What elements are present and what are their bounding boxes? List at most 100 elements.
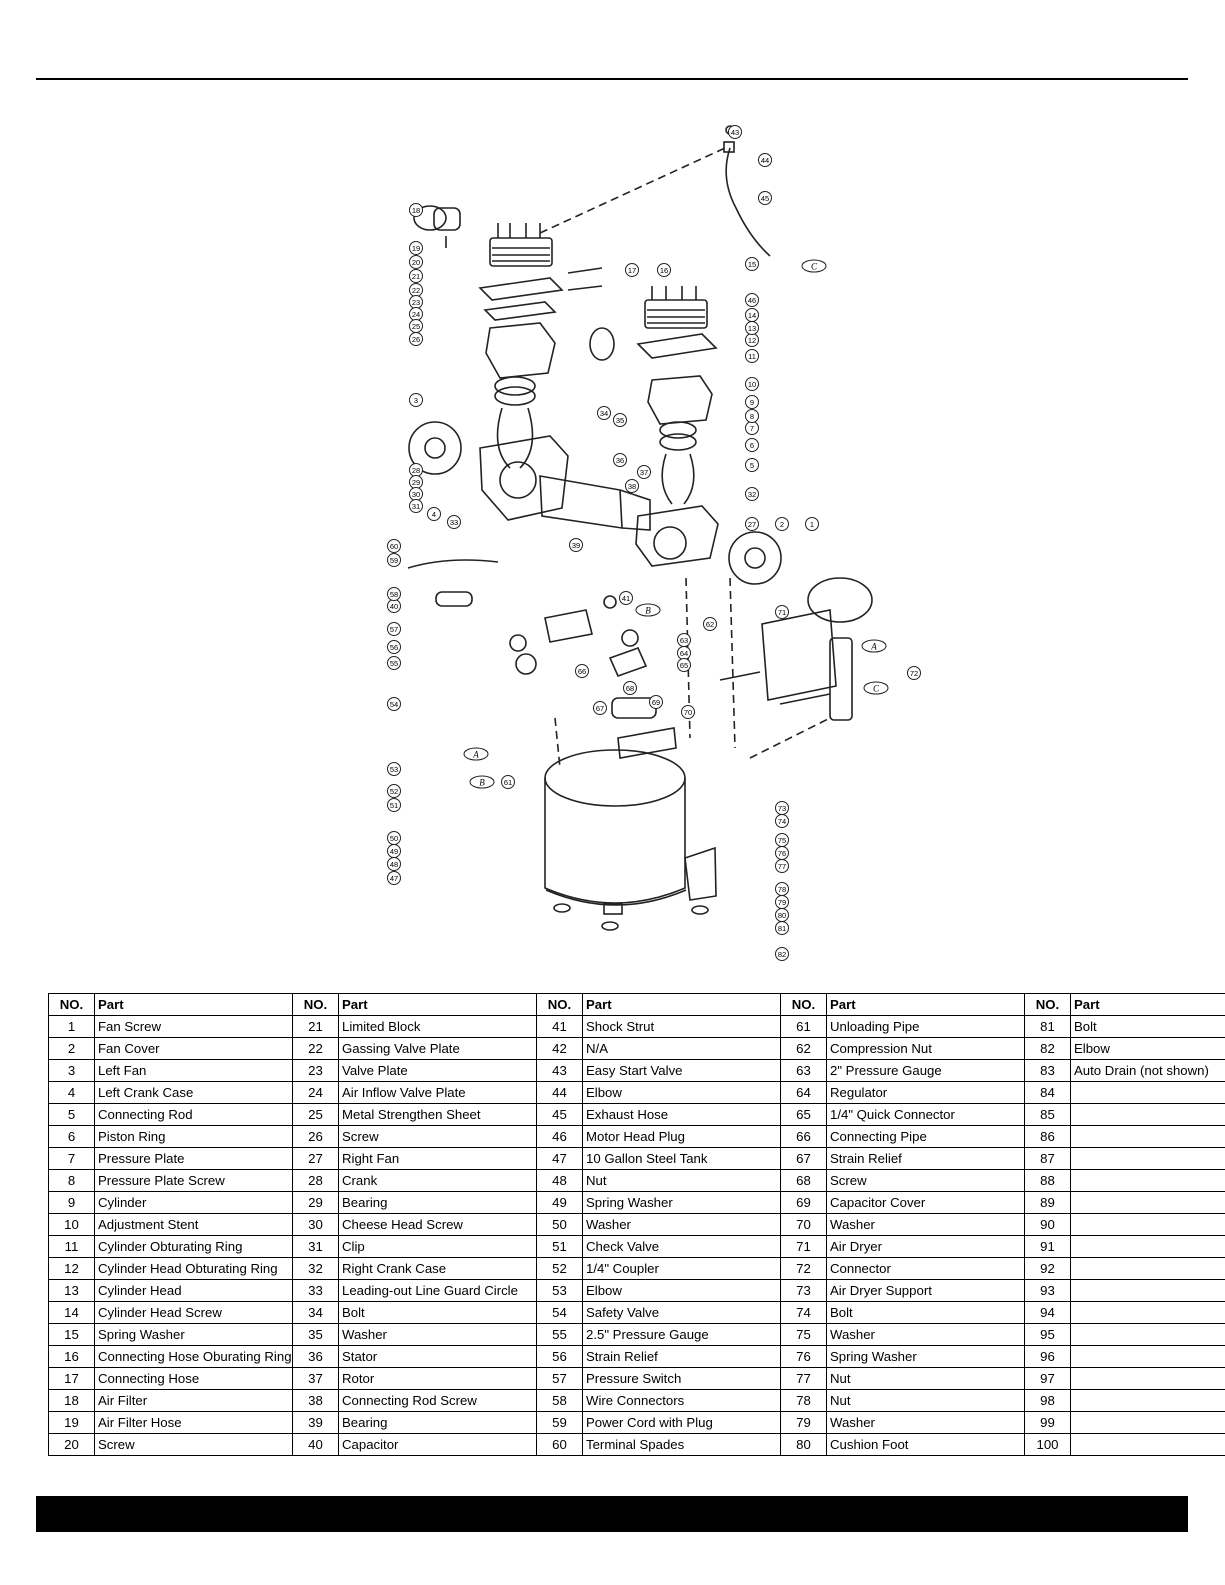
part-name-cell [1070,1235,1225,1258]
svg-text:24: 24 [412,310,420,319]
svg-text:39: 39 [572,541,580,550]
svg-text:4: 4 [432,510,436,519]
part-name-cell: Left Fan [94,1059,293,1082]
callout-76: 76 [775,846,789,860]
svg-text:38: 38 [628,482,636,491]
part-number-cell: 74 [780,1301,827,1324]
callout-54: 54 [387,697,401,711]
part-number-cell: 44 [536,1081,583,1104]
callout-48: 48 [387,857,401,871]
part-number-cell: 66 [780,1125,827,1148]
svg-text:74: 74 [778,817,786,826]
callout-75: 75 [775,833,789,847]
part-name-cell: Washer [826,1213,1025,1236]
svg-text:61: 61 [504,778,512,787]
column-header-part: Part [338,993,537,1016]
diagram-svg: 1234567891011121314151617181920212223242… [387,125,921,961]
part-number-cell: 79 [780,1411,827,1434]
callout-13: 13 [745,321,759,335]
part-name-cell [1070,1213,1225,1236]
svg-text:68: 68 [626,684,634,693]
callout-62: 62 [703,617,717,631]
svg-text:70: 70 [684,708,692,717]
svg-text:A: A [472,750,479,760]
part-number-cell: 64 [780,1081,827,1104]
part-name-cell: Washer [338,1323,537,1346]
svg-text:36: 36 [616,456,624,465]
callout-21: 21 [409,269,423,283]
part-name-cell: Leading-out Line Guard Circle [338,1279,537,1302]
part-name-cell: Cheese Head Screw [338,1213,537,1236]
callout-9: 9 [745,395,759,409]
svg-text:19: 19 [412,244,420,253]
svg-text:17: 17 [628,266,636,275]
part-number-cell: 100 [1024,1433,1071,1456]
callout-64: 64 [677,646,691,660]
part-name-cell: Left Crank Case [94,1081,293,1104]
part-name-cell: Pressure Switch [582,1367,781,1390]
part-number-cell: 1 [48,1015,95,1038]
part-number-cell: 34 [292,1301,339,1324]
svg-text:2: 2 [780,520,784,529]
callout-52: 52 [387,784,401,798]
svg-text:78: 78 [778,885,786,894]
svg-text:3: 3 [414,396,418,405]
part-name-cell: Washer [826,1323,1025,1346]
callout-57: 57 [387,622,401,636]
part-name-cell: Washer [826,1411,1025,1434]
part-number-cell: 53 [536,1279,583,1302]
svg-text:23: 23 [412,298,420,307]
part-number-cell: 78 [780,1389,827,1412]
part-name-cell: Air Filter Hose [94,1411,293,1434]
callout-28: 28 [409,463,423,477]
column-header-no: NO. [780,993,827,1016]
part-number-cell: 90 [1024,1213,1071,1236]
part-number-cell: 37 [292,1367,339,1390]
part-name-cell: Cushion Foot [826,1433,1025,1456]
part-number-cell: 80 [780,1433,827,1456]
svg-text:33: 33 [450,518,458,527]
part-number-cell: 98 [1024,1389,1071,1412]
part-number-cell: 4 [48,1081,95,1104]
part-name-cell [1070,1345,1225,1368]
svg-text:72: 72 [910,669,918,678]
svg-text:55: 55 [390,659,398,668]
part-name-cell: Screw [826,1169,1025,1192]
part-number-cell: 7 [48,1147,95,1170]
callout-37: 37 [637,465,651,479]
part-number-cell: 15 [48,1323,95,1346]
callout-50: 50 [387,831,401,845]
callout-71: 71 [775,605,789,619]
svg-text:81: 81 [778,924,786,933]
part-number-cell: 52 [536,1257,583,1280]
svg-text:50: 50 [390,834,398,843]
part-name-cell: Gassing Valve Plate [338,1037,537,1060]
svg-text:60: 60 [390,542,398,551]
part-number-cell: 35 [292,1323,339,1346]
svg-text:66: 66 [578,667,586,676]
part-number-cell: 33 [292,1279,339,1302]
callout-31: 31 [409,499,423,513]
svg-text:65: 65 [680,661,688,670]
column-header-no: NO. [536,993,583,1016]
part-name-cell: Connecting Hose [94,1367,293,1390]
part-name-cell: 1/4" Coupler [582,1257,781,1280]
part-name-cell: 1/4" Quick Connector [826,1103,1025,1126]
callout-11: 11 [745,349,759,363]
callout-77: 77 [775,859,789,873]
part-name-cell: Elbow [582,1279,781,1302]
callout-35: 35 [613,413,627,427]
part-number-cell: 23 [292,1059,339,1082]
connector-label-a: A [463,747,489,761]
part-name-cell: Elbow [582,1081,781,1104]
svg-text:47: 47 [390,874,398,883]
svg-text:54: 54 [390,700,398,709]
part-number-cell: 13 [48,1279,95,1302]
svg-text:9: 9 [750,398,754,407]
part-name-cell: Cylinder Head Screw [94,1301,293,1324]
